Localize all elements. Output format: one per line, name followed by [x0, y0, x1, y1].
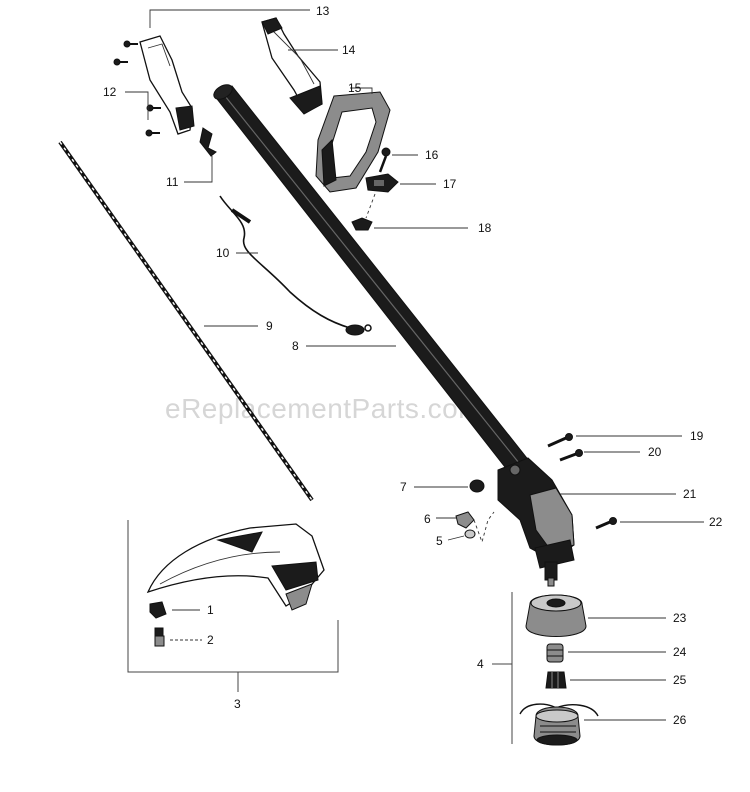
assembly-dashed-line: [473, 511, 495, 544]
callout-16: 16: [425, 148, 439, 162]
part-20-screw: [559, 449, 583, 462]
part-3-guard: [146, 523, 325, 611]
part-2-screw: [154, 627, 165, 647]
callout-15: 15: [348, 81, 362, 95]
part-19-screw: [547, 433, 573, 448]
callout-11: 11: [166, 175, 179, 189]
callout-7: 7: [400, 480, 407, 494]
part-26-spool: [519, 703, 599, 746]
part-8-main-tube: [213, 84, 531, 477]
part-9-drive-shaft: [58, 140, 314, 502]
callout-13: 13: [316, 4, 330, 18]
leader-lines: [125, 9, 704, 721]
part-18-wing-nut: [351, 217, 373, 231]
part-16-bolt: [378, 147, 391, 173]
callout-labels: 1 2 3 4 5 6 7 8 9 10 11 12 13 14 15 16 1…: [103, 4, 723, 727]
callout-25: 25: [673, 673, 687, 687]
watermark: eReplacementParts.com: [165, 393, 482, 424]
callout-23: 23: [673, 611, 687, 625]
part-14-handle-half: [261, 17, 323, 115]
callout-2: 2: [207, 633, 214, 647]
callout-6: 6: [424, 512, 431, 526]
callout-17: 17: [443, 177, 457, 191]
callout-20: 20: [648, 445, 662, 459]
callout-14: 14: [342, 43, 356, 57]
part-23-spool-cover: [525, 594, 587, 637]
part-11-trigger: [199, 127, 217, 157]
part-24-eyelet: [546, 643, 564, 663]
part-21-gear-housing: [497, 457, 575, 587]
callout-19: 19: [690, 429, 704, 443]
part-25-spring: [545, 671, 567, 689]
callout-9: 9: [266, 319, 273, 333]
clamp-dashed-line: [365, 193, 376, 219]
part-6-clip: [455, 511, 475, 529]
part-13-handle-half: [139, 35, 195, 135]
part-17-clamp: [365, 173, 399, 193]
callout-5: 5: [436, 534, 443, 548]
callout-10: 10: [216, 246, 230, 260]
part-12-screws: [113, 40, 161, 137]
callout-8: 8: [292, 339, 299, 353]
callout-24: 24: [673, 645, 687, 659]
callout-26: 26: [673, 713, 687, 727]
part-15-d-handle: [315, 91, 391, 193]
callout-4: 4: [477, 657, 484, 671]
callout-12: 12: [103, 85, 117, 99]
callout-21: 21: [683, 487, 697, 501]
callout-18: 18: [478, 221, 492, 235]
callout-1: 1: [207, 603, 214, 617]
part-5-washer: [464, 529, 476, 539]
part-10-throttle-cable: [219, 195, 372, 336]
part-22-screw: [595, 517, 617, 530]
part-7-plug: [469, 479, 485, 493]
guard-kit-bracket: [127, 520, 339, 673]
callout-22: 22: [709, 515, 723, 529]
callout-3: 3: [234, 697, 241, 711]
part-1-clip: [149, 601, 167, 619]
